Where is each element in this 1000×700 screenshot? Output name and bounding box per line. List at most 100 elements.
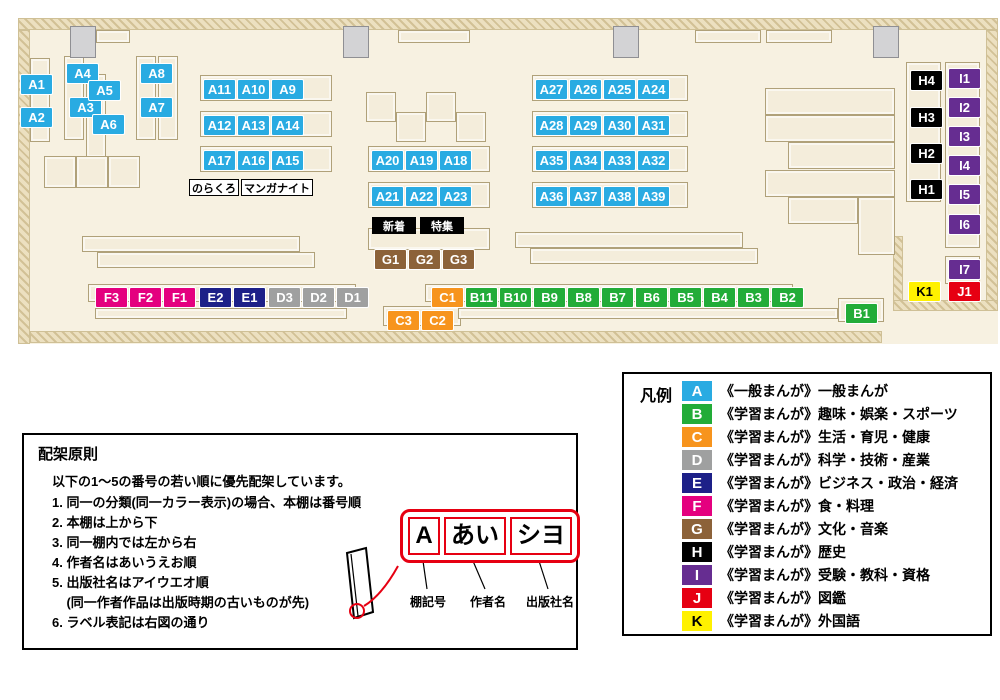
- legend-chip-H: H: [682, 542, 712, 562]
- shelf-label-D2: D2: [302, 287, 335, 308]
- principle-item: 1. 同一の分類(同一カラー表示)の場合、本棚は番号順: [52, 495, 362, 510]
- shelf-label-A13: A13: [237, 115, 270, 136]
- shelf-label-A33: A33: [603, 150, 636, 171]
- principle-item: 3. 同一棚内では左から右: [52, 535, 197, 550]
- shelf-label-I5: I5: [948, 184, 981, 205]
- shelf-label-B7: B7: [601, 287, 634, 308]
- shelf-label-B5: B5: [669, 287, 702, 308]
- shelf-label-A37: A37: [569, 186, 602, 207]
- shelf-label-A4: A4: [66, 63, 99, 84]
- shelf-label-A27: A27: [535, 79, 568, 100]
- legend-label: 《学習まんが》受験・教科・資格: [720, 567, 930, 583]
- shelf-block: [766, 30, 832, 43]
- caption-leader-lines: [422, 560, 549, 590]
- shelf-label-K1: K1: [908, 281, 941, 302]
- wall-segment: [18, 18, 998, 30]
- shelf-block: [366, 92, 396, 122]
- shelf-label-A35: A35: [535, 150, 568, 171]
- shelf-label-B10: B10: [499, 287, 532, 308]
- shelf-label-B1: B1: [845, 303, 878, 324]
- shelf-label-I4: I4: [948, 155, 981, 176]
- legend-label: 《一般まんが》一般まんが: [720, 383, 888, 399]
- shelf-block: [765, 170, 895, 197]
- map-text-label: 特集: [420, 217, 464, 234]
- legend-chip-I: I: [682, 565, 712, 585]
- shelf-label-A7: A7: [140, 97, 173, 118]
- wall-segment: [986, 30, 998, 302]
- shelf-label-A21: A21: [371, 186, 404, 207]
- principles-items: 1. 同一の分類(同一カラー表示)の場合、本棚は番号順 2. 本棚は上から下 3. …: [52, 493, 361, 633]
- legend-row-D: D《学習まんが》科学・技術・産業: [682, 450, 958, 470]
- wall-segment: [30, 331, 882, 343]
- legend-row-C: C 《学習まんが》生活・育児・健康: [682, 427, 958, 447]
- legend-row-K: K《学習まんが》外国語: [682, 611, 958, 631]
- legend-label: 《学習まんが》生活・育児・健康: [720, 429, 930, 445]
- principle-item: 4. 作者名はあいうえお順: [52, 555, 197, 570]
- shelf-label-H2: H2: [910, 143, 943, 164]
- shelf-label-A17: A17: [203, 150, 236, 171]
- shelf-label-F2: F2: [129, 287, 162, 308]
- legend-chip-C: C: [682, 427, 712, 447]
- shelf-label-A6: A6: [92, 114, 125, 135]
- shelf-label-G2: G2: [408, 249, 441, 270]
- pillar: [613, 26, 639, 58]
- principles-intro: 以下の1〜5の番号の若い順に優先配架しています。: [52, 474, 351, 489]
- shelf-label-B2: B2: [771, 287, 804, 308]
- shelf-label-A12: A12: [203, 115, 236, 136]
- pillar: [70, 26, 96, 58]
- shelf-label-A25: A25: [603, 79, 636, 100]
- label-sample-box: A あい シヨ: [400, 509, 580, 563]
- shelf-label-A1: A1: [20, 74, 53, 95]
- sample-publisher-name: シヨ: [510, 517, 572, 555]
- legend-title: 凡例: [640, 388, 673, 405]
- shelf-block: [456, 112, 486, 142]
- map-text-label: 新着: [372, 217, 416, 234]
- shelf-label-E2: E2: [199, 287, 232, 308]
- principle-item: 2. 本棚は上から下: [52, 515, 158, 530]
- legend-label: 《学習まんが》歴史: [720, 544, 846, 560]
- shelf-label-A8: A8: [140, 63, 173, 84]
- shelf-block: [97, 252, 315, 268]
- shelf-label-I6: I6: [948, 214, 981, 235]
- shelf-label-I1: I1: [948, 68, 981, 89]
- shelf-block: [82, 236, 300, 252]
- shelf-label-E1: E1: [233, 287, 266, 308]
- shelf-label-J1: J1: [948, 281, 981, 302]
- legend-chip-G: G: [682, 519, 712, 539]
- shelf-block: [530, 248, 758, 264]
- shelf-label-H1: H1: [910, 179, 943, 200]
- legend-row-F: F《学習まんが》食・料理: [682, 496, 958, 516]
- principle-item: 6. ラベル表記は右図の通り: [52, 615, 210, 630]
- caption-author-name: 作者名: [470, 595, 507, 609]
- legend-chip-E: E: [682, 473, 712, 493]
- shelf-label-C3: C3: [387, 310, 420, 331]
- shelf-label-B3: B3: [737, 287, 770, 308]
- shelf-label-I2: I2: [948, 97, 981, 118]
- legend-chip-A: A: [682, 381, 712, 401]
- shelf-label-A28: A28: [535, 115, 568, 136]
- zoom-leader-line: [363, 565, 399, 607]
- shelf-label-D1: D1: [336, 287, 369, 308]
- shelf-label-A11: A11: [203, 79, 236, 100]
- shelf-block: [426, 92, 456, 122]
- legend-label: 《学習まんが》趣味・娯楽・スポーツ: [720, 406, 958, 422]
- shelf-block: [30, 58, 50, 142]
- wall-segment: [893, 236, 903, 302]
- shelf-label-C1: C1: [431, 287, 464, 308]
- shelf-label-I7: I7: [948, 259, 981, 280]
- caption-publisher-name: 出版社名: [526, 595, 575, 609]
- sample-author-name: あい: [444, 517, 506, 555]
- shelf-label-A36: A36: [535, 186, 568, 207]
- shelf-block: [76, 156, 108, 188]
- shelf-block: [695, 30, 761, 43]
- shelf-label-A34: A34: [569, 150, 602, 171]
- shelf-label-A39: A39: [637, 186, 670, 207]
- shelf-block: [108, 156, 140, 188]
- shelf-label-B8: B8: [567, 287, 600, 308]
- shelf-block: [765, 88, 895, 115]
- shelf-label-A22: A22: [405, 186, 438, 207]
- shelf-label-A24: A24: [637, 79, 670, 100]
